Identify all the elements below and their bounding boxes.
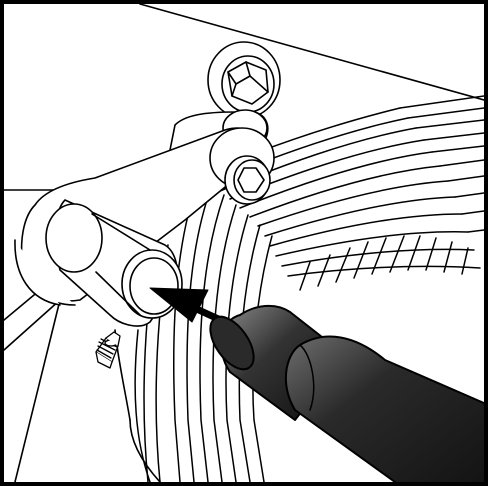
hex-head-bolt [207, 41, 281, 119]
set-screw [95, 331, 121, 369]
socket-head-cap-screw [209, 127, 275, 205]
grease-gun-nozzle [209, 304, 484, 482]
